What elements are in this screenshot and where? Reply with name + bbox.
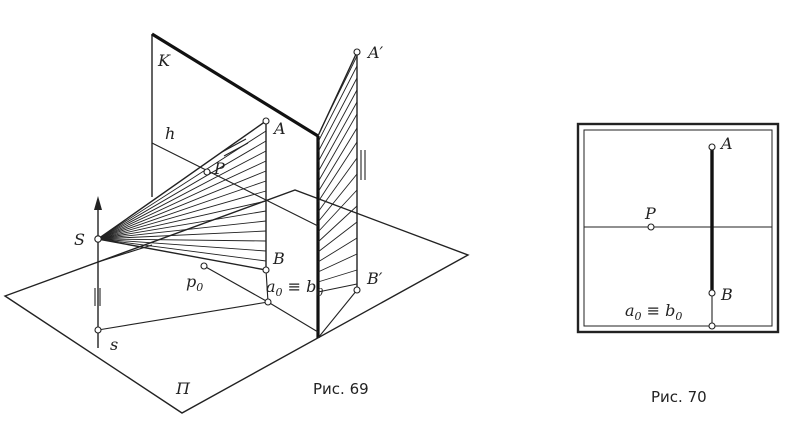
point-b	[262, 266, 270, 274]
frame-inner	[583, 129, 773, 327]
point-a-prime	[353, 48, 361, 56]
label-a: A	[719, 134, 733, 153]
point-p0	[200, 262, 208, 270]
point-a0	[264, 298, 272, 306]
label-a: A	[272, 119, 286, 138]
ground-trace-s-to-a0	[97, 301, 269, 331]
label-p0: p0	[186, 272, 203, 294]
horizon-line-h	[151, 142, 319, 227]
label-a0-equiv-b0: a0 ≡ b0	[266, 277, 323, 299]
point-a	[262, 117, 270, 125]
point-s	[94, 235, 102, 243]
label-a0-equiv-b0: a0 ≡ b0	[625, 301, 682, 323]
plane-k-top-edge	[151, 32, 319, 138]
label-p: P	[213, 159, 225, 178]
point-a0	[708, 322, 716, 330]
ground-trace-a0-to-k	[267, 301, 319, 333]
point-s-ground	[94, 326, 102, 334]
label-b-prime: B′	[366, 269, 383, 288]
label-k: K	[157, 51, 171, 70]
figure-69: K h A A′ P S B B′ p0 a0 ≡ b0 s Π Рис. 69	[3, 32, 470, 414]
ground-plane-pi	[3, 189, 470, 414]
label-a-prime: A′	[366, 43, 384, 62]
point-a	[708, 143, 716, 151]
caption-fig-70: Рис. 70	[651, 388, 707, 406]
arrow-up-icon	[94, 196, 102, 210]
label-s: S	[74, 230, 85, 249]
point-p	[203, 168, 211, 176]
projection-plane-a-prime	[317, 51, 366, 339]
point-p	[647, 223, 655, 231]
caption-fig-69: Рис. 69	[313, 380, 369, 398]
frame-outer	[576, 122, 780, 334]
label-b: B	[272, 249, 285, 268]
point-b-prime	[353, 286, 361, 294]
ground-trace-p0-to-a0	[203, 265, 269, 303]
label-p: P	[644, 204, 656, 223]
label-b: B	[720, 285, 733, 304]
label-pi: Π	[175, 379, 191, 398]
segment-b-to-a0	[265, 269, 269, 303]
ground-line-left	[97, 244, 153, 263]
label-s-ground: s	[110, 335, 118, 354]
ray-fan-s-to-ab	[97, 120, 267, 271]
point-b	[708, 289, 716, 297]
figure-70: A P B a0 ≡ b0 Рис. 70	[576, 122, 780, 406]
label-h: h	[165, 124, 175, 143]
